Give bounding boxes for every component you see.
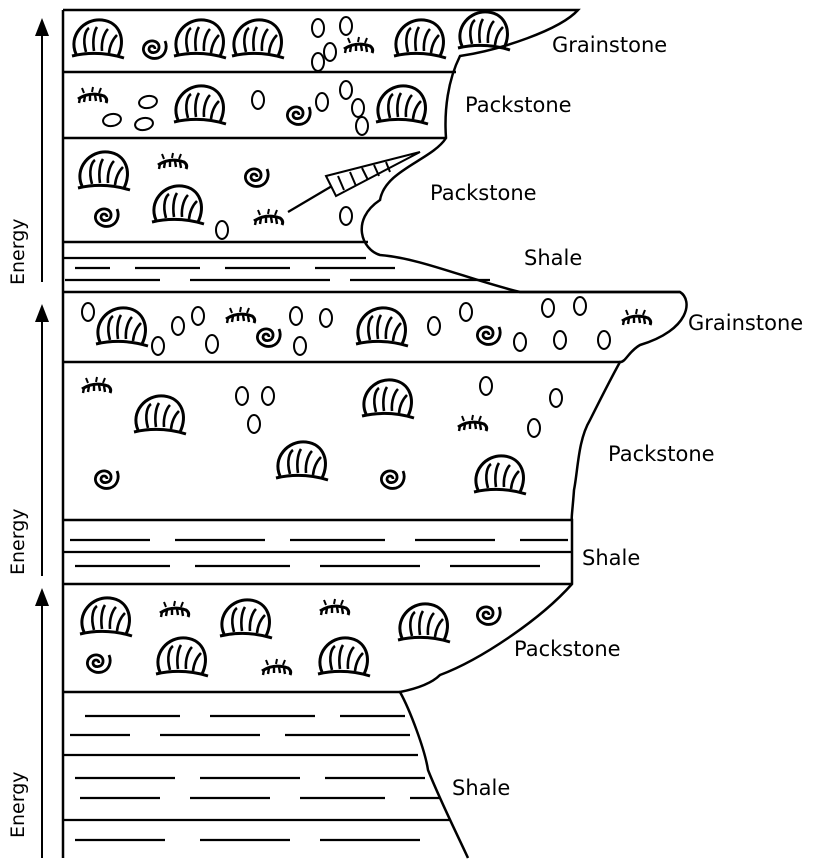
ooid-grain-icon	[216, 221, 228, 239]
energy-arrow-lower	[35, 588, 49, 858]
coiled-gastropod-icon	[257, 329, 280, 346]
energy-label-lower: Energy	[7, 771, 29, 838]
coiled-gastropod-icon	[95, 471, 118, 488]
ooid-grain-icon	[340, 207, 352, 225]
unit-label-grainstone-middle: Grainstone	[688, 311, 803, 335]
brachiopod-shell-icon	[174, 20, 226, 58]
ooid-grain-icon	[236, 387, 248, 405]
unit-label-shale-middle: Shale	[582, 546, 640, 570]
trilobite-fragment-icon	[344, 37, 373, 53]
coiled-gastropod-icon	[381, 471, 404, 488]
brachiopod-shell-icon	[156, 638, 208, 676]
trilobite-fragment-icon	[458, 415, 487, 431]
brachiopod-shell-icon	[220, 600, 272, 638]
coiled-gastropod-icon	[477, 607, 500, 624]
brachiopod-shell-icon	[318, 638, 370, 676]
ooid-grain-icon	[542, 299, 554, 317]
energy-arrow-middle	[35, 304, 49, 576]
ooid-grain-icon	[340, 17, 352, 35]
trilobite-fragment-icon	[262, 659, 291, 675]
ooid-grain-icon	[312, 53, 324, 71]
trilobite-fragment-icon	[226, 307, 255, 323]
brachiopod-shell-icon	[474, 456, 526, 494]
ooid-grain-icon	[102, 113, 122, 128]
ooid-grain-icon	[598, 331, 610, 349]
brachiopod-shell-icon	[80, 598, 132, 636]
ooid-grain-icon	[574, 297, 586, 315]
brachiopod-shell-icon	[362, 380, 414, 418]
ooid-grain-icon	[252, 91, 264, 109]
ooid-grain-icon	[206, 335, 218, 353]
column-outline	[63, 10, 687, 858]
brachiopod-shell-icon	[376, 86, 428, 124]
trilobite-fragment-icon	[320, 599, 349, 615]
brachiopod-shell-icon	[394, 20, 446, 58]
brachiopod-shell-icon	[96, 308, 148, 346]
trilobite-fragment-icon	[82, 377, 111, 393]
trilobite-fragment-icon	[158, 153, 187, 169]
ooid-grain-icon	[134, 117, 154, 132]
coiled-gastropod-icon	[95, 209, 118, 226]
energy-arrow-upper	[35, 18, 49, 282]
brachiopod-shell-icon	[152, 186, 204, 224]
trilobite-fragment-icon	[254, 209, 283, 225]
unit-label-packstone-lower: Packstone	[514, 637, 621, 661]
brachiopod-shell-icon	[356, 308, 408, 346]
brachiopod-shell-icon	[232, 20, 284, 58]
trilobite-fragments	[78, 37, 651, 675]
brachiopod-shell-icon	[174, 86, 226, 124]
ooid-grain-icon	[356, 117, 368, 135]
ooid-grain-icon	[138, 95, 158, 110]
ooid-grain-icon	[172, 317, 184, 335]
trilobite-fragment-icon	[160, 601, 189, 617]
ooid-grain-icon	[192, 307, 204, 325]
brachiopod-shell-icon	[134, 396, 186, 434]
ooid-grain-icon	[324, 43, 336, 61]
coiled-gastropod-icon	[477, 327, 500, 344]
ooid-grain-icon	[480, 377, 492, 395]
brachiopod-shell-icon	[276, 442, 328, 480]
ooid-grain-icon	[528, 419, 540, 437]
ooid-grain-icon	[248, 415, 260, 433]
ooid-grain-icon	[340, 81, 352, 99]
ooid-grain-icon	[262, 387, 274, 405]
unit-label-packstone-middle: Packstone	[608, 442, 715, 466]
ooid-grain-icon	[82, 303, 94, 321]
ooid-grain-icon	[316, 93, 328, 111]
crinoid-stem-icon	[288, 152, 420, 212]
ooid-grain-icon	[550, 389, 562, 407]
ooid-grain-icon	[428, 317, 440, 335]
trilobite-fragment-icon	[78, 87, 107, 103]
unit-label-packstone-upper: Packstone	[465, 93, 572, 117]
unit-label-packstone-crinoid: Packstone	[430, 181, 537, 205]
coiled-gastropod-icon	[287, 107, 310, 124]
unit-label-shale-upper: Shale	[524, 246, 582, 270]
ooid-grain-icon	[152, 337, 164, 355]
ooid-grain-icon	[290, 307, 302, 325]
brachiopod-shell-icon	[72, 20, 124, 58]
ooid-grain-icon	[352, 99, 364, 117]
ooid-grain-icon	[514, 333, 526, 351]
coiled-gastropod-icon	[245, 169, 268, 186]
unit-label-shale-lower: Shale	[452, 776, 510, 800]
brachiopod-shell-icon	[458, 12, 510, 50]
ooid-grain-icon	[554, 331, 566, 349]
energy-label-middle: Energy	[7, 508, 29, 575]
ooid-grain-icon	[312, 19, 324, 37]
brachiopod-shell-icon	[398, 604, 450, 642]
ooid-grain-icon	[460, 303, 472, 321]
ooid-grain-icon	[294, 337, 306, 355]
energy-label-upper: Energy	[7, 218, 29, 285]
coiled-gastropod-icon	[87, 655, 110, 672]
brachiopod-shell-icon	[78, 152, 130, 190]
coiled-gastropod-icon	[143, 41, 166, 58]
unit-label-grainstone-top: Grainstone	[552, 33, 667, 57]
ooid-grain-icon	[320, 309, 332, 327]
shale-dashes	[63, 258, 572, 840]
ooid-grains	[82, 17, 610, 437]
trilobite-fragment-icon	[622, 309, 651, 325]
coiled-gastropods	[87, 41, 500, 672]
